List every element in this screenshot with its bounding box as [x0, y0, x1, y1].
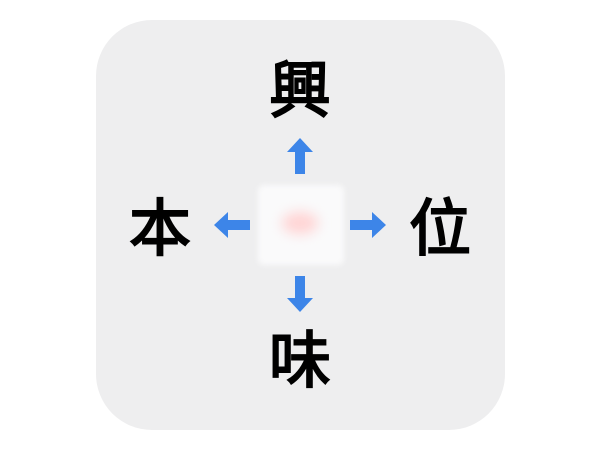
arrow-right-icon: [350, 212, 386, 238]
kanji-left: 本: [128, 192, 191, 265]
kanji-top: 興: [268, 54, 331, 127]
kanji-right: 位: [408, 192, 471, 265]
kanji-bottom: 味: [268, 324, 331, 397]
arrow-up-icon: [287, 138, 313, 174]
hidden-answer-blur: [282, 212, 318, 234]
arrow-left-icon: [214, 212, 250, 238]
arrow-down-icon: [287, 276, 313, 312]
